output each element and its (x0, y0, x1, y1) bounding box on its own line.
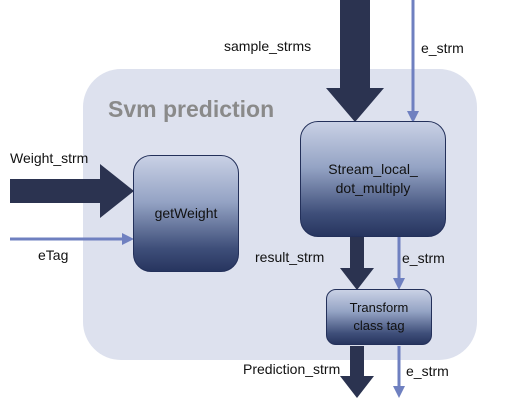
e-strm-top-label: e_strm (421, 40, 464, 56)
result-strm-arrow (340, 237, 374, 290)
container-title: Svm prediction (108, 96, 275, 122)
stream-local-dot-multiply-block: Stream_local_ dot_multiply (300, 121, 446, 237)
get-weight-label: getWeight (154, 205, 218, 221)
transform-label-line1: Transform (349, 300, 409, 315)
transform-class-tag-block: Transform class tag (326, 289, 432, 345)
e-strm-mid-arrowhead (393, 278, 405, 290)
e-strm-mid-label: e_strm (402, 250, 445, 266)
prediction-strm-label: Prediction_strm (243, 361, 341, 377)
sample-strms-label: sample_strms (224, 38, 312, 54)
e-strm-top-arrowhead (407, 111, 419, 123)
sample-strms-arrow (326, 0, 384, 122)
result-strm-label: result_strm (255, 249, 325, 265)
weight-strm-arrow (10, 164, 134, 218)
etag-arrowhead (122, 233, 134, 245)
get-weight-block: getWeight (133, 155, 239, 272)
stream-local-label-line1: Stream_local_ (328, 161, 418, 177)
prediction-strm-arrow (340, 346, 374, 398)
transform-label-line2: class tag (353, 318, 405, 333)
weight-strm-label: Weight_strm (10, 150, 89, 166)
e-strm-bottom-arrowhead (393, 386, 405, 398)
stream-local-label-line2: dot_multiply (335, 180, 411, 196)
etag-label: eTag (38, 247, 69, 263)
e-strm-bottom-label: e_strm (406, 363, 449, 379)
